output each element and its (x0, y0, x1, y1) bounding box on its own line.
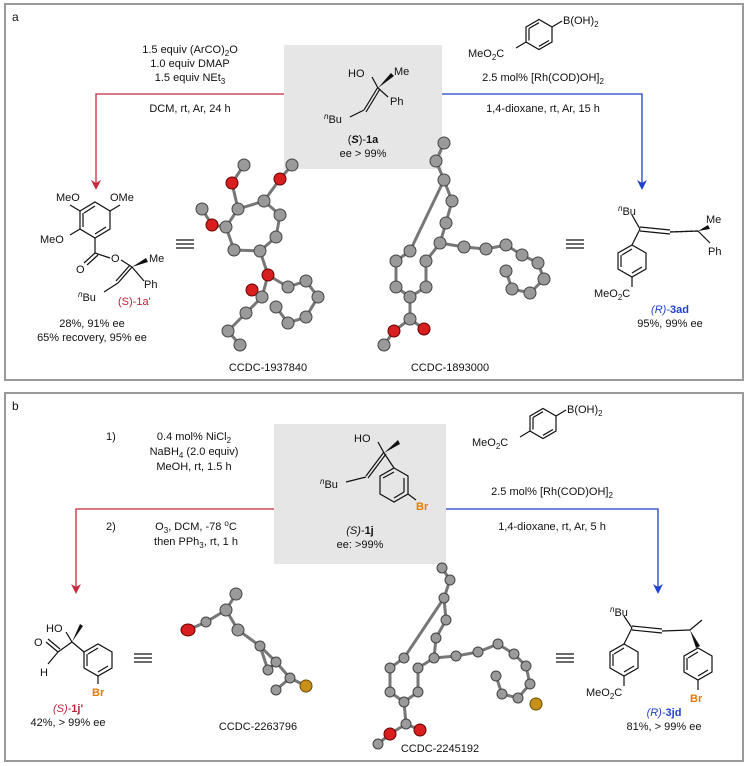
svg-text:HO: HO (46, 623, 63, 635)
svg-text:nBu: nBu (320, 477, 338, 491)
starting-material-box (274, 424, 446, 564)
svg-text:Me: Me (149, 253, 164, 265)
equivalence-sign (556, 653, 574, 663)
svg-text:Ph: Ph (390, 96, 403, 108)
svg-text:O: O (34, 637, 43, 649)
panel-b-scheme: b 1) 0.4 mol% NiCl2 NaBH4 (2.0 equiv) Me… (12, 399, 713, 755)
crystal-structure-1893000 (377, 136, 551, 352)
svg-text:95%, 99% ee: 95%, 99% ee (637, 318, 702, 330)
svg-text:(S)-1a': (S)-1a' (118, 296, 151, 308)
blue-reaction-arrow (446, 508, 663, 594)
right-conditions: 2.5 mol% [Rh(COD)OH]2 1,4-dioxane, rt, A… (482, 72, 604, 115)
product-3ad: nBu Me Ph MeO2C (R)-3ad 95%, 99% ee (594, 204, 721, 330)
crystal-structure-2263796 (180, 587, 313, 696)
panel-a-scheme: a 1.5 equiv (ArCO)2O 1.0 equiv DMAP 1.5 … (12, 10, 721, 374)
ccdc-label: CCDC-1937840 (229, 362, 307, 374)
svg-text:O: O (111, 253, 120, 265)
svg-text:nBu: nBu (324, 112, 342, 126)
svg-text:Br: Br (416, 501, 429, 513)
panel-label: a (12, 10, 19, 24)
product-1j-prime: HO O H Br (S)-1j' 42%, > 99% ee (31, 623, 113, 729)
svg-text:B(OH)2: B(OH)2 (567, 404, 603, 418)
svg-text:then PPh3, rt, 1 h: then PPh3, rt, 1 h (154, 536, 238, 550)
svg-text:Br: Br (92, 687, 105, 699)
svg-text:MeO2C: MeO2C (468, 48, 504, 62)
starting-material-1j: HO nBu Br (S)-1j ee: >99% (320, 433, 429, 551)
svg-text:OMe: OMe (110, 192, 134, 204)
svg-text:0.4 mol% NiCl2: 0.4 mol% NiCl2 (157, 431, 232, 445)
svg-text:1.5 equiv NEt3: 1.5 equiv NEt3 (155, 72, 226, 86)
svg-text:1.0 equiv DMAP: 1.0 equiv DMAP (150, 58, 229, 70)
svg-text:HO: HO (348, 68, 365, 80)
panel-label: b (12, 399, 19, 413)
svg-text:MeO2C: MeO2C (586, 687, 622, 701)
svg-text:(R)-3ad: (R)-3ad (651, 304, 689, 316)
svg-text:ee: >99%: ee: >99% (337, 539, 384, 551)
svg-text:MeO: MeO (56, 192, 80, 204)
svg-text:nBu: nBu (78, 290, 96, 304)
svg-text:MeO2C: MeO2C (594, 288, 630, 302)
product-3jd: nBu Br MeO2C (R)-3jd 81%, > 99% ee (586, 605, 713, 733)
svg-text:1,4-dioxane, rt, Ar, 5 h: 1,4-dioxane, rt, Ar, 5 h (498, 521, 606, 533)
svg-text:nBu: nBu (610, 605, 628, 619)
arylboronic-acid-reagent: B(OH)2 MeO2C (472, 404, 603, 451)
starting-material-1a: HO Me Ph nBu (S)-1a ee > 99% (324, 66, 409, 160)
crystal-structure-1937840 (195, 158, 325, 352)
crystal-structure-2245192 (372, 562, 543, 750)
svg-text:Me: Me (706, 214, 721, 226)
svg-text:MeOH, rt, 1.5 h: MeOH, rt, 1.5 h (156, 461, 231, 473)
svg-text:2.5 mol% [Rh(COD)OH]2: 2.5 mol% [Rh(COD)OH]2 (491, 486, 613, 500)
equivalence-sign (134, 653, 152, 663)
starting-material-box (284, 45, 442, 169)
product-1a-prime: MeO OMe MeO O O Me Ph nBu (S)-1a' 28%, 9… (37, 192, 164, 344)
arylboronic-acid-reagent: B(OH)2 MeO2C (468, 15, 599, 62)
svg-text:DCM, rt, Ar, 24 h: DCM, rt, Ar, 24 h (149, 103, 230, 115)
svg-text:NaBH4 (2.0 equiv): NaBH4 (2.0 equiv) (150, 446, 239, 460)
svg-text:ee > 99%: ee > 99% (340, 148, 387, 160)
svg-text:O: O (76, 264, 85, 276)
svg-text:MeO: MeO (40, 234, 64, 246)
svg-text:nBu: nBu (618, 204, 636, 218)
svg-text:Ph: Ph (708, 246, 721, 258)
red-reaction-arrow (91, 93, 284, 190)
svg-text:MeO2C: MeO2C (472, 437, 508, 451)
panel-b: b 1) 0.4 mol% NiCl2 NaBH4 (2.0 equiv) Me… (4, 392, 744, 762)
red-reaction-arrow (71, 508, 274, 594)
svg-text:(R)-3jd: (R)-3jd (647, 707, 682, 719)
ccdc-label: CCDC-1893000 (411, 362, 489, 374)
panel-a: a 1.5 equiv (ArCO)2O 1.0 equiv DMAP 1.5 … (4, 3, 744, 381)
svg-text:1): 1) (106, 431, 116, 443)
blue-reaction-arrow (442, 93, 647, 190)
svg-text:42%, > 99% ee: 42%, > 99% ee (31, 717, 106, 729)
svg-text:Ph: Ph (144, 279, 157, 291)
equivalence-sign (176, 239, 194, 249)
svg-text:B(OH)2: B(OH)2 (563, 15, 599, 29)
equivalence-sign (566, 239, 584, 249)
svg-text:28%, 91% ee: 28%, 91% ee (59, 318, 124, 330)
svg-text:2): 2) (106, 521, 116, 533)
left-conditions: 1.5 equiv (ArCO)2O 1.0 equiv DMAP 1.5 eq… (142, 44, 238, 115)
svg-text:65% recovery, 95% ee: 65% recovery, 95% ee (37, 332, 147, 344)
svg-text:Br: Br (690, 693, 703, 705)
ccdc-label: CCDC-2245192 (401, 743, 479, 755)
left-conditions: 1) 0.4 mol% NiCl2 NaBH4 (2.0 equiv) MeOH… (106, 431, 238, 550)
svg-text:81%, > 99% ee: 81%, > 99% ee (627, 721, 702, 733)
right-conditions: 2.5 mol% [Rh(COD)OH]2 1,4-dioxane, rt, A… (491, 486, 613, 533)
svg-text:(S)-1j: (S)-1j (346, 525, 374, 537)
svg-text:HO: HO (354, 433, 371, 445)
svg-text:(S)-1j': (S)-1j' (53, 703, 84, 715)
ccdc-label: CCDC-2263796 (219, 721, 297, 733)
svg-text:H: H (40, 667, 48, 679)
svg-text:O3, DCM, -78 oC: O3, DCM, -78 oC (155, 519, 237, 535)
svg-text:(S)-1a: (S)-1a (348, 134, 379, 146)
svg-text:2.5 mol% [Rh(COD)OH]2: 2.5 mol% [Rh(COD)OH]2 (482, 72, 604, 86)
svg-text:1.5 equiv (ArCO)2O: 1.5 equiv (ArCO)2O (142, 44, 238, 58)
svg-text:1,4-dioxane, rt, Ar, 15 h: 1,4-dioxane, rt, Ar, 15 h (486, 103, 600, 115)
svg-text:Me: Me (394, 66, 409, 78)
